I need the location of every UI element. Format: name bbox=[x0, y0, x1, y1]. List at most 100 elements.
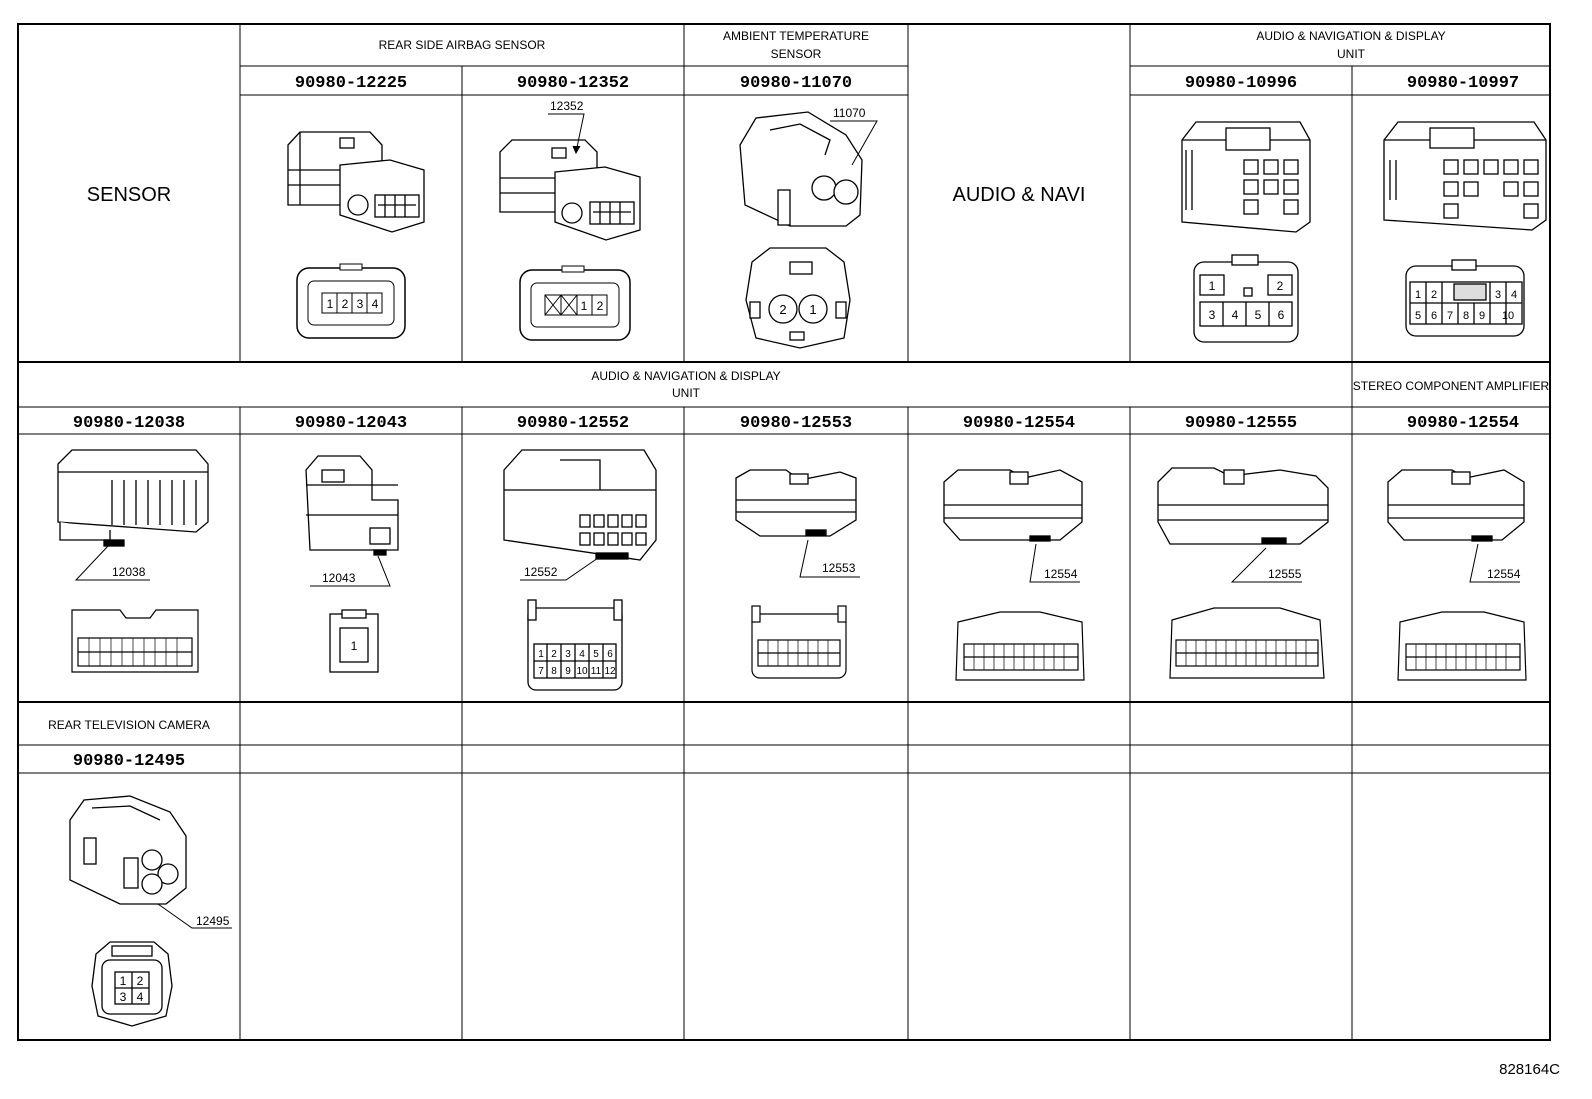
pin-label: 2 bbox=[342, 297, 349, 311]
pin-label: 2 bbox=[597, 299, 604, 313]
connector-3d-drawing-12555 bbox=[1157, 467, 1329, 545]
pin-label: 3 bbox=[1209, 308, 1216, 322]
pin-label: 7 bbox=[1447, 310, 1453, 322]
audio-unit-header-line1: AUDIO & NAVIGATION & DISPLAY bbox=[1256, 29, 1445, 43]
pin-label: 2 bbox=[137, 974, 144, 988]
pin-label: 4 bbox=[579, 649, 585, 660]
connector-3d-drawing-12553 bbox=[735, 469, 857, 537]
callout-arrow-12552 bbox=[520, 557, 599, 581]
callout-arrow-11070 bbox=[830, 120, 878, 166]
connector-face-11070: 2 1 bbox=[745, 247, 851, 349]
ambient-header-line2: SENSOR bbox=[771, 47, 822, 61]
connector-3d-drawing-12038 bbox=[57, 449, 209, 547]
connector-3d-drawing-12554-amplifier bbox=[1387, 469, 1525, 542]
callout-label-12495: 12495 bbox=[196, 914, 230, 928]
part-number-12552: 90980-12552 bbox=[517, 414, 629, 433]
connector-face-10996: 1 2 3 4 5 6 bbox=[1193, 254, 1299, 343]
part-number-12553: 90980-12553 bbox=[740, 414, 852, 433]
callout-arrow-12495 bbox=[157, 903, 232, 929]
pin-label: 4 bbox=[1232, 308, 1239, 322]
part-number-12043: 90980-12043 bbox=[295, 414, 407, 433]
callout-label-12038: 12038 bbox=[112, 565, 146, 579]
pin-label: 2 bbox=[1277, 279, 1284, 293]
pin-label: 3 bbox=[565, 649, 571, 660]
callout-label-12043: 12043 bbox=[322, 571, 356, 585]
part-number-12555: 90980-12555 bbox=[1185, 414, 1297, 433]
connector-3d-drawing-11070 bbox=[739, 111, 863, 227]
connector-3d-drawing-12043 bbox=[305, 455, 399, 556]
part-number-12038: 90980-12038 bbox=[73, 414, 185, 433]
pin-label: 8 bbox=[1463, 310, 1469, 322]
pin-label: 3 bbox=[120, 990, 127, 1004]
callout-label-11070: 11070 bbox=[833, 106, 866, 120]
reference-code: 828164C bbox=[1499, 1061, 1560, 1078]
pin-label: 1 bbox=[809, 302, 816, 317]
pin-label: 6 bbox=[607, 649, 613, 660]
connector-face-12554 bbox=[955, 611, 1085, 681]
table-grid bbox=[17, 23, 1551, 1041]
pin-label: 6 bbox=[1278, 308, 1285, 322]
connector-face-12225: 1 2 3 4 bbox=[296, 263, 406, 339]
pin-label: 5 bbox=[593, 649, 599, 660]
pin-label: 2 bbox=[779, 302, 786, 317]
callout-arrow-12553 bbox=[799, 539, 860, 578]
connector-3d-drawing-12495 bbox=[69, 795, 187, 905]
callout-label-12554: 12554 bbox=[1044, 567, 1078, 581]
pin-label: 1 bbox=[1415, 289, 1421, 301]
audio-unit-header-row2-line1: AUDIO & NAVIGATION & DISPLAY bbox=[591, 369, 780, 383]
pin-label: 4 bbox=[137, 990, 144, 1004]
part-number-12225: 90980-12225 bbox=[295, 74, 407, 93]
callout-label-12555: 12555 bbox=[1268, 567, 1302, 581]
pin-label: 4 bbox=[372, 297, 379, 311]
callout-arrow-12554 bbox=[1029, 543, 1080, 583]
callout-arrow-12352 bbox=[548, 113, 585, 155]
connector-3d-drawing-12225 bbox=[287, 131, 425, 233]
pin-label: 7 bbox=[538, 666, 544, 677]
pin-label: 10 bbox=[1502, 310, 1514, 322]
pin-label: 1 bbox=[1209, 279, 1216, 293]
stereo-amplifier-header: STEREO COMPONENT AMPLIFIER bbox=[1353, 379, 1550, 393]
connector-face-12038 bbox=[71, 609, 199, 673]
rear-side-airbag-header: REAR SIDE AIRBAG SENSOR bbox=[379, 38, 546, 52]
connector-face-12352: 1 2 bbox=[519, 265, 631, 341]
part-number-12352: 90980-12352 bbox=[517, 74, 629, 93]
pin-label: 1 bbox=[581, 299, 588, 313]
part-number-12554-amplifier: 90980-12554 bbox=[1407, 414, 1519, 433]
pin-label: 4 bbox=[1511, 289, 1517, 301]
connector-3d-drawing-12352 bbox=[499, 139, 641, 241]
callout-arrow-12038 bbox=[74, 545, 150, 581]
callout-label-12554-amplifier: 12554 bbox=[1487, 567, 1521, 581]
audio-unit-header-row2-line2: UNIT bbox=[672, 386, 701, 400]
pin-label: 9 bbox=[1479, 310, 1485, 322]
callout-arrow-12554-amplifier bbox=[1469, 543, 1520, 583]
pin-label: 5 bbox=[1255, 308, 1262, 322]
rear-camera-header: REAR TELEVISION CAMERA bbox=[48, 718, 210, 732]
audio-unit-header-line2: UNIT bbox=[1337, 47, 1366, 61]
connector-3d-drawing-10997 bbox=[1383, 121, 1547, 231]
pin-label: 10 bbox=[576, 666, 588, 677]
connector-face-12552: 1 2 3 4 5 6 7 8 9 10 11 12 bbox=[527, 599, 623, 691]
connector-3d-drawing-12552 bbox=[503, 449, 657, 561]
connector-face-12555 bbox=[1169, 607, 1325, 679]
pin-label: 6 bbox=[1431, 310, 1437, 322]
pin-label: 3 bbox=[1495, 289, 1501, 301]
pin-label: 5 bbox=[1415, 310, 1421, 322]
callout-label-12552: 12552 bbox=[524, 565, 558, 579]
connector-3d-drawing-12554 bbox=[943, 469, 1083, 542]
pin-label: 9 bbox=[565, 666, 571, 677]
connector-face-12043: 1 bbox=[329, 609, 379, 673]
connector-face-12554-amplifier bbox=[1397, 611, 1527, 681]
connector-face-12553 bbox=[751, 605, 847, 679]
pin-label: 8 bbox=[551, 666, 557, 677]
callout-label-12352: 12352 bbox=[550, 99, 584, 113]
pin-label: 2 bbox=[551, 649, 557, 660]
callout-label-12553: 12553 bbox=[822, 561, 856, 575]
pin-label: 3 bbox=[357, 297, 364, 311]
part-number-12554: 90980-12554 bbox=[963, 414, 1075, 433]
connector-face-12495: 1 2 3 4 bbox=[91, 941, 173, 1027]
callout-arrow-12043 bbox=[310, 555, 391, 587]
pin-label: 1 bbox=[351, 639, 358, 653]
pin-label: 1 bbox=[327, 297, 334, 311]
audio-navi-label: AUDIO & NAVI bbox=[953, 184, 1086, 206]
